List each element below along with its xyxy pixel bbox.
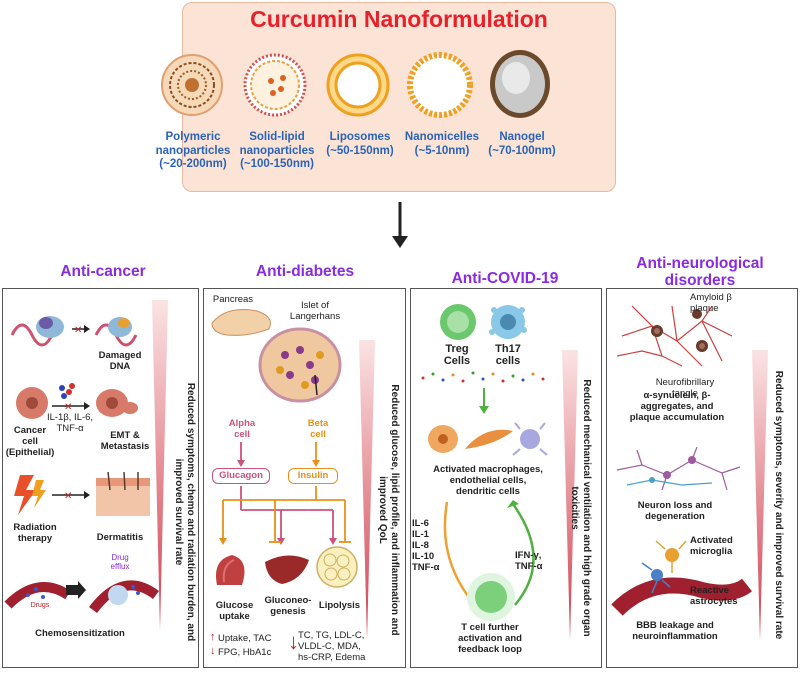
t-cell-icon <box>467 573 515 621</box>
np-label-liposomes: Liposomes (~50-150nm) <box>326 131 394 157</box>
alpha-cell-label: Alpha cell <box>228 418 256 440</box>
outcome-triangle-diabetes <box>359 340 375 640</box>
cytokine-dots-icon <box>421 371 545 383</box>
outcome-text-diabetes: Reduced glucose, lipid profile, and infl… <box>377 384 400 636</box>
activated-cells-label: Activated macrophages, endothelial cells… <box>433 464 543 497</box>
outcome-triangle-neuro <box>752 350 768 640</box>
svg-text:✕: ✕ <box>64 491 72 502</box>
up-arrow-icon: ↑ <box>210 631 216 643</box>
markers-label: TC, TG, LDL-C, VLDL-C, MDA, hs-CRP, Edem… <box>298 630 366 663</box>
lipolysis-label: Lipolysis <box>318 600 361 611</box>
outcome-triangle-covid <box>562 350 578 640</box>
left-cytokines-label: IL-6 IL-1 IL-8 IL-10 TNF-α <box>412 518 440 573</box>
drug-efflux-label: Drug efflux <box>110 553 130 571</box>
outcome-text-neuro: Reduced symptoms, severity and improved … <box>773 370 784 640</box>
drugs-label: Drugs <box>30 602 50 609</box>
beta-cell-label: Beta cell <box>307 418 329 440</box>
down-arrow-icon <box>392 202 408 248</box>
treg-cell-icon <box>440 304 476 340</box>
liposome-icon <box>326 53 390 117</box>
markers-down-icon: ↓ <box>288 629 299 654</box>
section-title-cancer: Anti-cancer <box>60 263 146 280</box>
nanomicelle-icon <box>407 52 473 118</box>
outcome-text-covid: Reduced mechanical ventilation and high … <box>569 379 592 637</box>
diabetes-pathway-lines <box>219 442 351 545</box>
th17-cell-icon <box>489 305 527 339</box>
np-label-nanogel: Nanogel (~70-100nm) <box>488 131 556 157</box>
protein-dna-icon: ✕ <box>10 316 138 347</box>
page-title: Curcumin Nanoformulation <box>250 6 548 32</box>
emt-label: EMT & Metastasis <box>100 430 150 452</box>
bbb-microglia-icon <box>611 540 752 616</box>
down-arrow-small-icon: ↓ <box>210 645 216 657</box>
chemosensitization-label: Chemosensitization <box>35 628 125 639</box>
amyloid-tangle-icon <box>616 305 733 367</box>
section-title-neuro: Anti-neurological disorders <box>636 255 764 289</box>
liver-icon <box>265 555 309 584</box>
polymeric-nanoparticle-icon <box>161 54 223 116</box>
np-label-solid-lipid: Solid-lipid nanoparticles (~100-150nm) <box>239 131 315 170</box>
nanogel-icon <box>490 50 550 118</box>
insulin-box: Insulin <box>288 468 338 484</box>
right-cytokines-label: IFN-γ, TNF-α <box>515 550 543 572</box>
up-list-label: Uptake, TAC <box>218 633 272 644</box>
glucose-uptake-label: Glucose uptake <box>215 600 254 622</box>
svg-text:✕: ✕ <box>64 402 72 413</box>
np-label-polymeric: Polymeric nanoparticles (~20-200nm) <box>155 131 231 170</box>
section-title-covid: Anti-COVID-19 <box>451 270 559 287</box>
down-list-label: FPG, HbA1c <box>218 647 272 658</box>
neuron-loss-label: Neuron loss and degeneration <box>637 500 713 522</box>
astrocytes-label: Reactive astrocytes <box>690 585 738 607</box>
cancer-cell-icon: ✕ <box>16 383 138 419</box>
islet-icon <box>258 327 342 403</box>
neuron-icon <box>616 446 741 491</box>
pancreas-label: Pancreas <box>212 294 254 305</box>
outcome-text-cancer: Reduced symptoms, chemo and radiation bu… <box>173 382 196 642</box>
np-label-nanomicelles: Nanomicelles (~5-10nm) <box>404 131 480 157</box>
svg-text:✕: ✕ <box>74 325 82 336</box>
tcell-label: T cell further activation and feedback l… <box>458 622 522 655</box>
adipocyte-icon <box>316 546 358 588</box>
damaged-dna-label: Damaged DNA <box>98 350 142 372</box>
radiation-label: Radiation therapy <box>13 522 57 544</box>
treg-label: Treg Cells <box>443 343 471 367</box>
chemo-vessel-icon <box>4 580 160 614</box>
glucagon-box: Glucagon <box>212 468 270 484</box>
synuclein-label: α-synuclein, β- aggregates, and plaque a… <box>629 390 725 423</box>
section-title-diabetes: Anti-diabetes <box>255 263 355 280</box>
covid-down-arrow-icon <box>479 388 489 414</box>
solid-lipid-nanoparticle-icon <box>243 53 307 117</box>
bbb-label: BBB leakage and neuroinflammation <box>632 620 718 642</box>
microglia-label: Activated microglia <box>690 535 733 557</box>
th17-label: Th17 cells <box>495 343 521 367</box>
gluconeogenesis-label: Gluconeo- genesis <box>264 595 312 617</box>
amyloid-label: Amyloid β plaque <box>690 292 732 314</box>
cancer-cell-label: Cancer cell (Epithelial) <box>5 425 55 458</box>
radiation-icon: ✕ <box>14 471 150 516</box>
islet-label: Islet of Langerhans <box>289 300 341 322</box>
outcome-triangle-cancer <box>152 300 168 630</box>
dermatitis-label: Dermatitis <box>96 532 144 543</box>
tangle-label: Neurofibrillary tangle <box>655 377 715 399</box>
activated-cells-icon <box>428 422 548 456</box>
cytokines-label: IL-1β, IL-6, TNF-α <box>46 412 94 434</box>
pancreas-icon <box>211 309 271 336</box>
muscle-icon <box>216 555 245 585</box>
